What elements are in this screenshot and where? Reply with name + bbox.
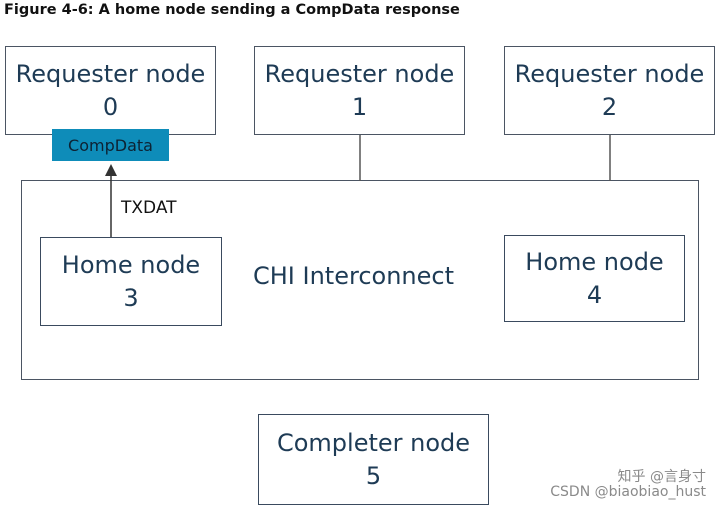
- txdat-label: TXDAT: [121, 198, 177, 218]
- figure-caption: Figure 4-6: A home node sending a CompDa…: [4, 2, 460, 18]
- home-node-3-id: 3: [123, 283, 139, 312]
- compdata-badge: CompData: [52, 129, 169, 161]
- requester-node-2-id: 2: [601, 92, 618, 121]
- requester-node-0-title: Requester node: [15, 59, 206, 88]
- completer-node-5: Completer node 5: [258, 414, 489, 505]
- watermark-zhihu: 知乎 @言身寸: [617, 469, 706, 485]
- interconnect-label: CHI Interconnect: [253, 262, 454, 290]
- home-node-3: Home node 3: [40, 237, 222, 326]
- requester-node-2: Requester node 2: [504, 46, 715, 135]
- requester-node-2-title: Requester node: [514, 59, 705, 88]
- requester-node-1-id: 1: [351, 92, 368, 121]
- home-node-3-title: Home node: [61, 250, 201, 279]
- requester-node-1-title: Requester node: [264, 59, 455, 88]
- requester-node-1: Requester node 1: [254, 46, 465, 135]
- watermark-csdn: CSDN @biaobiao_hust: [550, 484, 706, 500]
- home-node-4-title: Home node: [525, 247, 664, 276]
- requester-node-0-id: 0: [102, 92, 119, 121]
- requester-node-0: Requester node 0: [5, 46, 216, 135]
- completer-node-5-id: 5: [365, 461, 382, 490]
- home-node-4: Home node 4: [504, 235, 685, 322]
- completer-node-5-title: Completer node: [276, 428, 471, 457]
- home-node-4-id: 4: [586, 280, 603, 309]
